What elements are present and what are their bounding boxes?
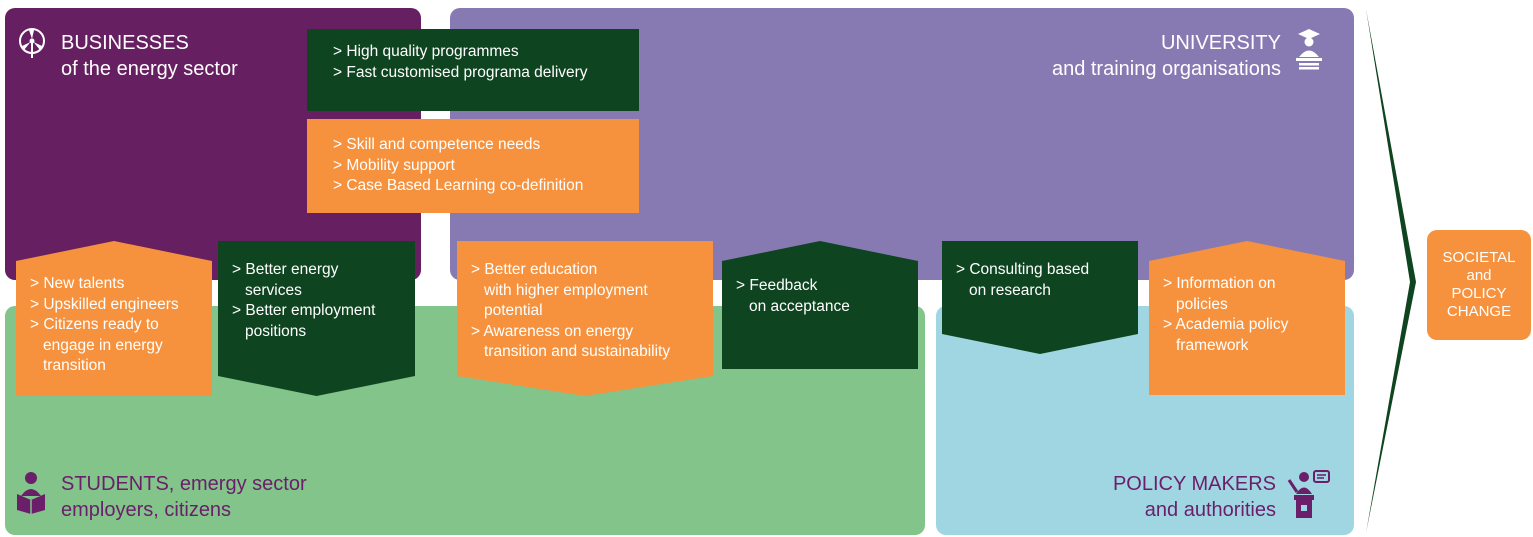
businesses-title-line1: BUSINESSES xyxy=(61,32,189,54)
uni-to-policy-arrow: > Consulting based on research xyxy=(942,241,1138,354)
flow-chevron-arrow xyxy=(1366,9,1416,533)
box-line: > Feedback xyxy=(736,277,818,294)
students-to-uni-arrow: > Feedback on acceptance xyxy=(722,241,918,369)
speaker-podium-icon xyxy=(1287,470,1330,518)
businesses-title: BUSINESSES of the energy sector xyxy=(61,30,238,82)
outcome-line4: CHANGE xyxy=(1446,303,1512,320)
box-line: > Information on xyxy=(1163,275,1276,292)
students-title-line1: STUDENTS, emergy sector xyxy=(61,473,307,495)
box-line: > Better energy xyxy=(232,261,339,278)
outcome-line2: and xyxy=(1466,267,1492,284)
wind-turbine-icon xyxy=(19,28,45,58)
box-line: > Better employment xyxy=(232,302,376,319)
outcome-line3: POLICY xyxy=(1451,285,1507,302)
box-line: > High quality programmes xyxy=(333,43,519,60)
box-line: > Mobility support xyxy=(333,156,455,174)
university-title-line2: and training organisations xyxy=(1051,58,1281,80)
box-line: on research xyxy=(969,281,1051,299)
societal-policy-change-box: SOCIETAL and POLICY CHANGE xyxy=(1427,230,1531,340)
outcome-line1: SOCIETAL xyxy=(1442,249,1516,266)
university-title-line1: UNIVERSITY xyxy=(1160,32,1281,54)
box-line: > Case Based Learning co-definition xyxy=(333,177,584,194)
university-title: UNIVERSITY and training organisations xyxy=(1052,30,1281,82)
box-line: > Awareness on energy xyxy=(471,322,634,340)
box-line: > Skill and competence needs xyxy=(333,136,541,153)
box-line: > New talents xyxy=(30,275,125,292)
box-line: framework xyxy=(1176,336,1249,354)
box-line: with higher employment xyxy=(484,281,648,299)
graduate-icon xyxy=(1296,29,1322,70)
businesses-title-line2: of the energy sector xyxy=(61,58,238,80)
box-line: services xyxy=(245,281,302,299)
business-to-students-arrow: > Better energy services > Better employ… xyxy=(218,241,415,396)
box-line: on acceptance xyxy=(749,297,850,315)
student-reading-icon xyxy=(17,472,45,514)
policy-to-uni-arrow: > Information on policies > Academia pol… xyxy=(1149,241,1345,395)
box-line: > Consulting based xyxy=(956,261,1090,278)
box-line: potential xyxy=(484,302,543,319)
box-line: engage in energy xyxy=(43,336,163,354)
students-title: STUDENTS, emergy sector employers, citiz… xyxy=(61,471,307,523)
box-line: > Citizens ready to xyxy=(30,316,159,333)
policy-makers-title: POLICY MAKERS and authorities xyxy=(1113,471,1276,523)
business-to-uni-box: > Skill and competence needs > Mobility … xyxy=(307,119,639,213)
uni-to-business-box: > High quality programmes > Fast customi… xyxy=(307,29,639,111)
box-line: transition and sustainability xyxy=(484,343,671,360)
box-line: policies xyxy=(1176,295,1228,313)
uni-to-students-arrow: > Better education with higher employmen… xyxy=(457,241,713,396)
students-title-line2: employers, citizens xyxy=(61,499,232,521)
box-line: > Better education xyxy=(471,261,598,278)
box-line: transition xyxy=(43,357,106,374)
policy-title-line2: and authorities xyxy=(1144,499,1276,521)
box-line: > Academia policy xyxy=(1163,316,1289,333)
box-line: positions xyxy=(245,322,307,340)
policy-title-line1: POLICY MAKERS xyxy=(1112,473,1276,495)
students-to-business-arrow: > New talents > Upskilled engineers > Ci… xyxy=(16,241,212,396)
box-line: > Fast customised programa delivery xyxy=(333,63,588,81)
box-line: > Upskilled engineers xyxy=(30,295,179,313)
